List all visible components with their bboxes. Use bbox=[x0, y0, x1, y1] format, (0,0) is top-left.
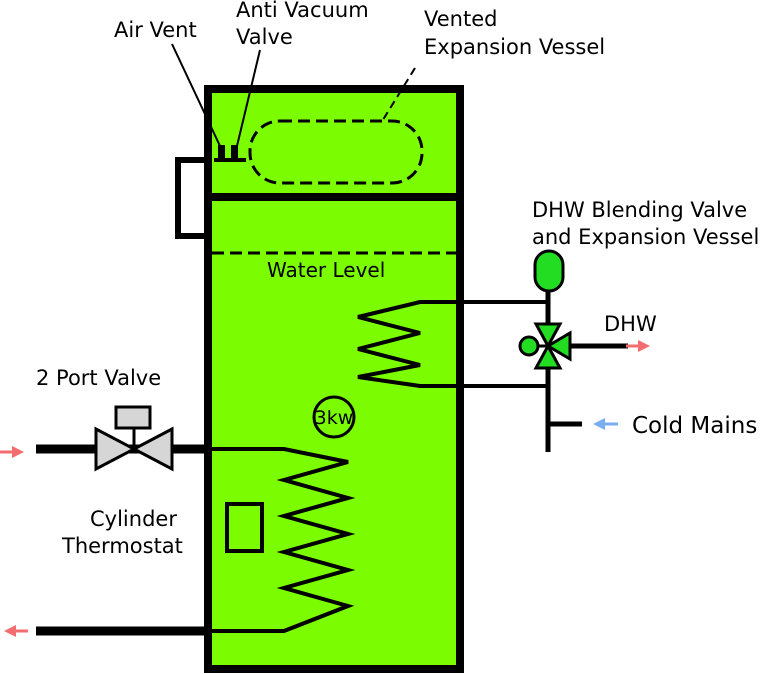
two-port-valve-label: 2 Port Valve bbox=[36, 366, 161, 390]
two-port-valve bbox=[94, 405, 174, 472]
primary-return-arrow bbox=[4, 625, 28, 637]
air-vent-label: Air Vent bbox=[114, 18, 197, 42]
lower-coil bbox=[212, 447, 356, 633]
primary-flow-arrow bbox=[0, 446, 24, 458]
anti-vacuum-label-line1: Anti Vacuum bbox=[236, 0, 369, 22]
anti-vacuum-label-line2: Valve bbox=[236, 25, 293, 49]
vented-vessel-leader bbox=[380, 67, 416, 124]
anti-vacuum-valve-device bbox=[231, 145, 238, 159]
vented-vessel-label-line1: Vented bbox=[424, 7, 497, 31]
upper-coil bbox=[357, 300, 548, 388]
vented-vessel-label-line2: Expansion Vessel bbox=[424, 35, 605, 59]
overflow-pipe bbox=[175, 157, 212, 239]
dhw-arrow bbox=[626, 340, 650, 352]
blending-expansion-vessel bbox=[533, 249, 565, 293]
cylinder-thermostat bbox=[225, 502, 264, 553]
cylinder-tank bbox=[204, 85, 464, 673]
cylinder-thermostat-label-line1: Cylinder bbox=[90, 507, 177, 531]
dhw-blending-valve bbox=[518, 322, 572, 370]
air-vent-leader bbox=[171, 43, 221, 147]
cold-mains-label: Cold Mains bbox=[632, 413, 757, 439]
immersion-heater bbox=[312, 395, 356, 439]
blending-label-line2: and Expansion Vessel bbox=[532, 225, 759, 249]
vented-expansion-vessel bbox=[248, 119, 424, 185]
immersion-heater-label: 3kw bbox=[315, 407, 354, 429]
cylinder-thermostat-label-line2: Thermostat bbox=[61, 534, 183, 558]
air-vent-device bbox=[218, 145, 225, 159]
blending-label-line1: DHW Blending Valve bbox=[532, 198, 747, 222]
anti-vacuum-leader bbox=[236, 49, 261, 147]
dhw-label: DHW bbox=[604, 312, 657, 336]
water-level-label: Water Level bbox=[267, 258, 385, 282]
cold-mains-arrow bbox=[593, 418, 618, 430]
